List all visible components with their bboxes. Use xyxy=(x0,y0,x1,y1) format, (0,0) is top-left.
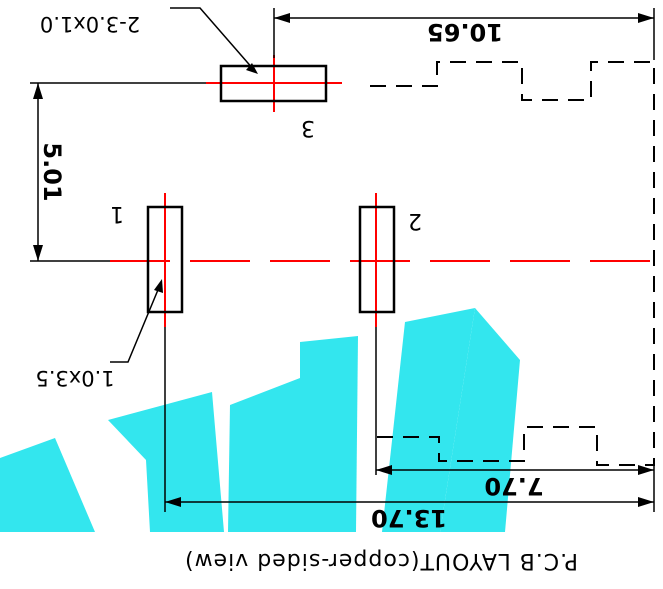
leader-pad3-note xyxy=(170,7,255,71)
watermark-shape-6 xyxy=(440,308,520,532)
arrow-5-01-top xyxy=(33,83,43,99)
pad3-size-note: 2-3.0x1.0 xyxy=(40,12,140,36)
pad-1 xyxy=(146,205,184,314)
pad-3-number: 3 xyxy=(301,115,315,140)
dim-label-13-70: 13.70 xyxy=(371,504,447,532)
arrow-7-70-right xyxy=(638,465,654,475)
pad-3 xyxy=(219,64,328,103)
watermark-shape-5 xyxy=(382,308,475,532)
dim-label-7-70: 7.70 xyxy=(484,472,543,500)
arrow-pad3-leader xyxy=(246,63,258,74)
pad-2-number: 2 xyxy=(408,208,422,233)
labels: 10.65 5.01 7.70 13.70 2-3.0x1.0 1.0x3.5 … xyxy=(35,12,578,573)
outline-top xyxy=(370,61,655,466)
watermark-shape-2 xyxy=(108,392,224,532)
dim-label-5-01: 5.01 xyxy=(38,142,66,201)
leader-pad1-note xyxy=(110,284,161,363)
component-outline xyxy=(370,61,655,466)
dimension-lines xyxy=(30,7,655,512)
watermark xyxy=(0,308,520,532)
arrow-13-70-right xyxy=(638,497,654,507)
watermark-shape-1 xyxy=(0,438,95,532)
watermark-shape-3 xyxy=(228,378,305,532)
arrow-pad1-leader xyxy=(154,279,163,293)
watermark-shape-4 xyxy=(300,336,358,532)
pad1-size-note: 1.0x3.5 xyxy=(35,366,114,390)
arrow-13-70-left xyxy=(165,497,181,507)
centerlines xyxy=(110,55,660,327)
pad-2 xyxy=(358,205,396,314)
dim-label-10-65: 10.65 xyxy=(427,18,503,46)
pads xyxy=(146,64,396,314)
arrow-10-65-right xyxy=(638,13,654,23)
arrow-7-70-left xyxy=(376,465,392,475)
pad-1-number: 1 xyxy=(110,201,124,226)
arrowheads xyxy=(33,13,654,507)
drawing-title: P.C.B LAYOUT(copper-sided view) xyxy=(184,548,578,573)
arrow-5-01-bottom xyxy=(33,245,43,261)
arrow-10-65-left xyxy=(274,13,290,23)
